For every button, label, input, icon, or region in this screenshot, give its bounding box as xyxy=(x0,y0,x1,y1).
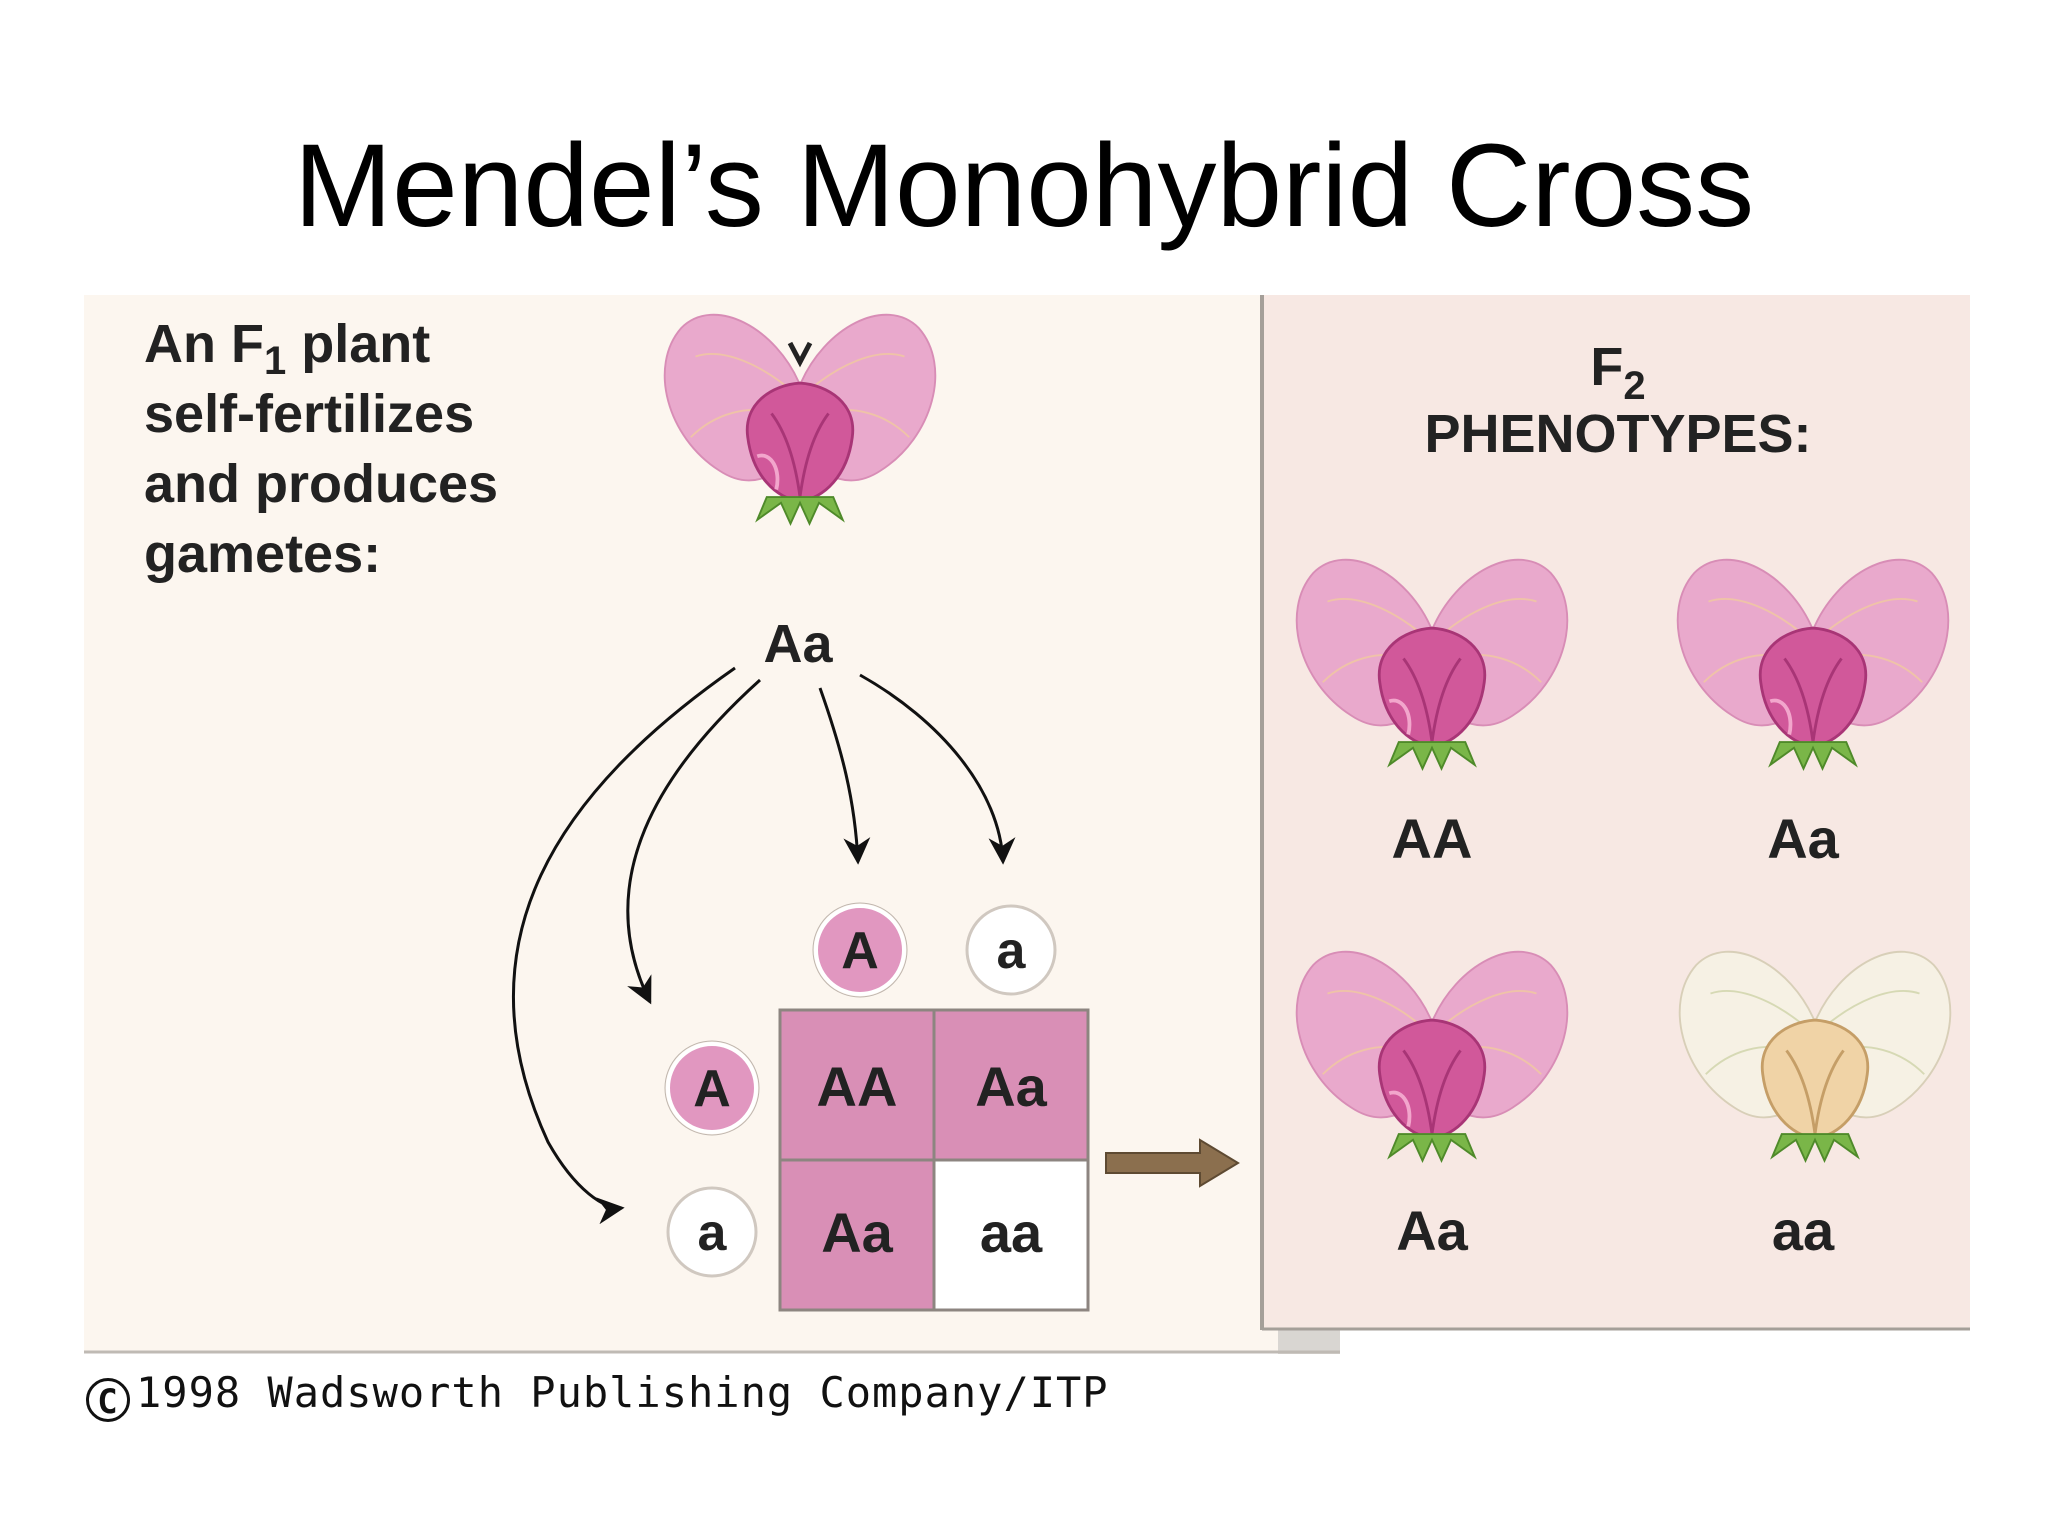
arrow-to-top-gamete-a xyxy=(859,673,1016,865)
phenotypes-label: PHENOTYPES: xyxy=(1424,404,1811,464)
copyright-icon: C xyxy=(86,1378,130,1422)
arrow-to-side-gamete-a xyxy=(511,666,736,1225)
caption-line-4: gametes: xyxy=(144,524,381,584)
offspring-label-Aa-top: Aa xyxy=(1767,807,1839,870)
offspring-label-aa: aa xyxy=(1772,1199,1835,1262)
result-arrow xyxy=(1105,1138,1240,1188)
punnett-cell-Aa-top xyxy=(932,1008,1090,1162)
caption-line-1: An F1 plant xyxy=(144,314,430,383)
arrow-to-top-gamete-A xyxy=(818,687,871,865)
offspring-label-Aa-bottom: Aa xyxy=(1396,1199,1468,1262)
svg-text:A: A xyxy=(841,922,879,980)
arrow-to-side-gamete-A xyxy=(626,678,762,1005)
slide-title: Mendel’s Monohybrid Cross xyxy=(293,120,1755,252)
punnett-text-AA: AA xyxy=(817,1055,898,1118)
caption-line-2: self-fertilizes xyxy=(144,384,474,444)
punnett-cell-AA xyxy=(778,1008,936,1162)
left-panel xyxy=(84,295,1340,1353)
punnett-text-Aa-top: Aa xyxy=(975,1055,1047,1118)
svg-text:a: a xyxy=(698,1204,728,1262)
side-gamete-a: a xyxy=(666,1186,758,1278)
caption-line-3: and produces xyxy=(144,454,498,514)
copyright-text: 1998 Wadsworth Publishing Company/ITP xyxy=(136,1368,1109,1417)
punnett-cell-aa xyxy=(932,1158,1090,1312)
side-gamete-A: A xyxy=(664,1040,760,1136)
punnett-cell-Aa-bottom xyxy=(778,1158,936,1312)
left-panel-shadow xyxy=(1278,1330,1340,1354)
punnett-square: AA Aa Aa aa xyxy=(778,1008,1090,1312)
gamete-arrows xyxy=(511,666,1016,1225)
svg-text:A: A xyxy=(693,1060,731,1118)
right-panel xyxy=(1262,295,1970,1329)
top-gamete-a: a xyxy=(965,904,1057,996)
f2-label: F2 xyxy=(1590,337,1645,408)
top-gamete-A: A xyxy=(812,902,908,998)
offspring-label-AA: AA xyxy=(1392,807,1473,870)
parent-flower-pink xyxy=(662,312,938,526)
parent-genotype: Aa xyxy=(763,614,833,674)
punnett-text-aa: aa xyxy=(980,1201,1043,1264)
punnett-text-Aa-bottom: Aa xyxy=(821,1201,893,1264)
svg-text:a: a xyxy=(997,922,1027,980)
